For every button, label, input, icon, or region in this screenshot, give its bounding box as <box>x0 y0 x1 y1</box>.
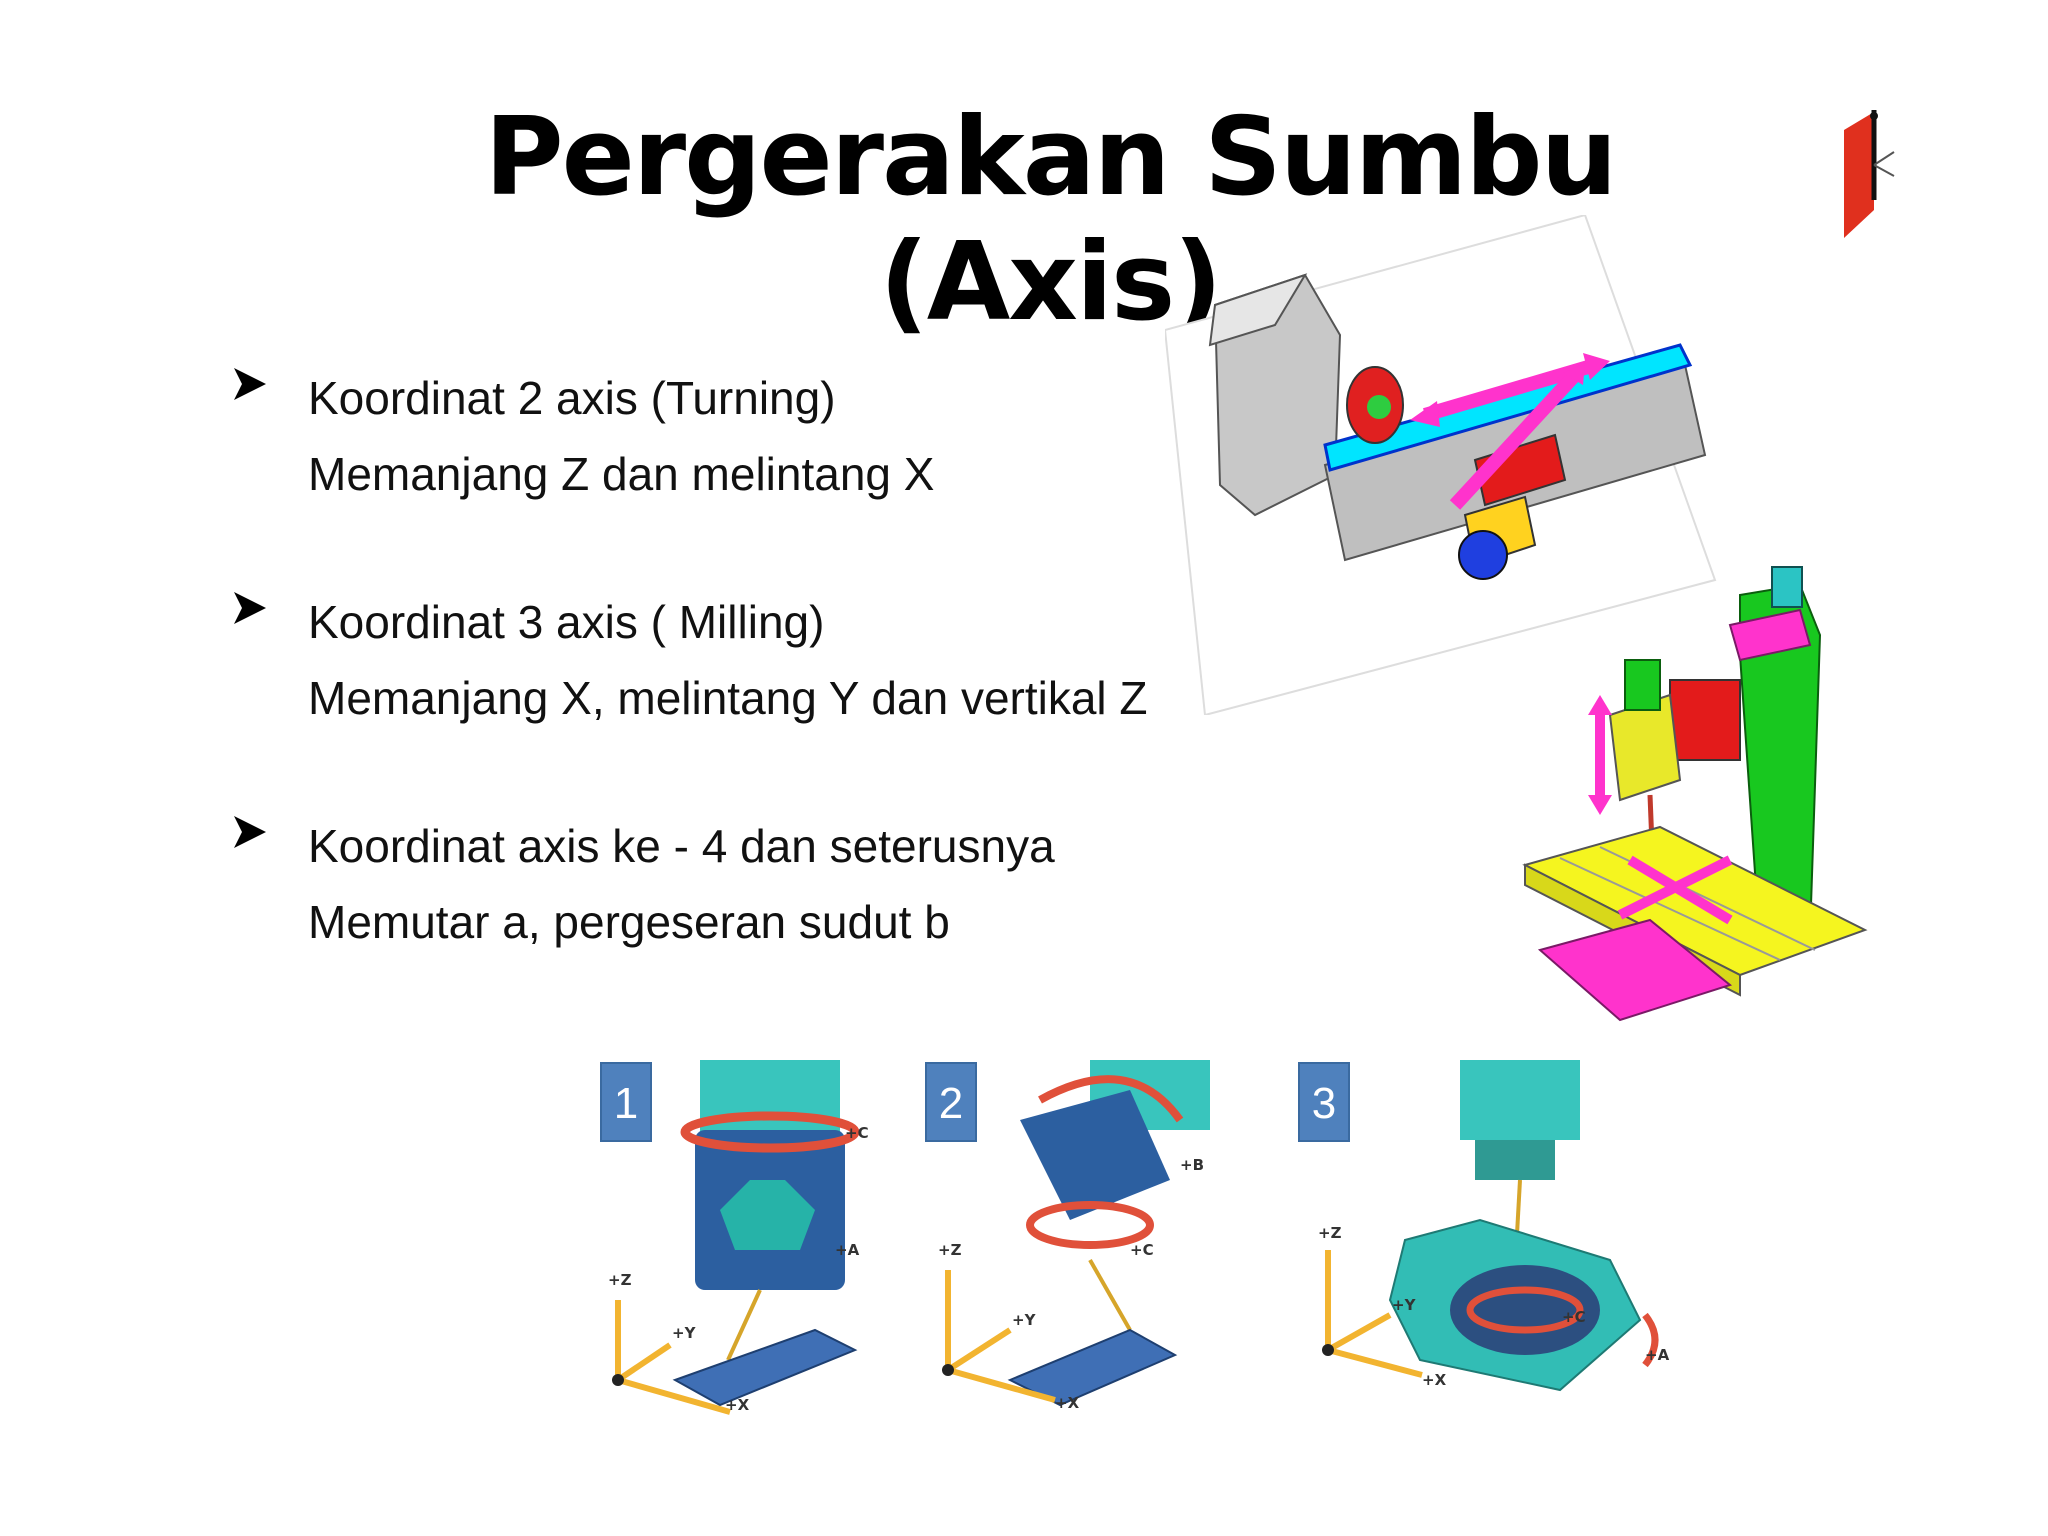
arrow-bullet-icon <box>234 816 266 848</box>
bullet-heading: Koordinat axis ke - 4 dan seterusnya <box>308 820 1055 872</box>
slide-title: Pergerakan Sumbu (Axis) <box>484 95 1618 345</box>
axis-label-z: +Z <box>608 1271 632 1289</box>
axis-label-y: +Y <box>1392 1296 1417 1314</box>
bullet-detail: Memanjang X, melintang Y dan vertikal Z <box>308 672 1148 724</box>
axis-label-z: +Z <box>1318 1224 1342 1242</box>
flag-logo-icon <box>1844 110 1895 238</box>
bullet-detail: Memutar a, pergeseran sudut b <box>308 896 950 948</box>
axis-label-r1: +C <box>1562 1308 1586 1326</box>
axis-label-r2: +C <box>1130 1241 1154 1259</box>
bullet-item: Koordinat 3 axis ( Milling) Memanjang X,… <box>230 584 1330 736</box>
bullet-heading: Koordinat 3 axis ( Milling) <box>308 596 825 648</box>
five-axis-head-illustration-1: +C +A +Z +Y +X <box>608 1060 869 1415</box>
bullet-heading: Koordinat 2 axis (Turning) <box>308 372 836 424</box>
lathe-illustration <box>1165 215 1717 715</box>
axis-label-r1: +C <box>845 1124 869 1142</box>
panel-number-2: 2 <box>925 1062 977 1142</box>
axis-label-r2: +A <box>1645 1346 1670 1364</box>
bullet-detail: Memanjang Z dan melintang X <box>308 448 935 500</box>
axis-label-z: +Z <box>938 1241 962 1259</box>
axis-label-r1: +B <box>1180 1156 1204 1174</box>
axis-label-y: +Y <box>1012 1311 1037 1329</box>
five-axis-table-illustration-3: +C +A +Z +Y +X <box>1318 1060 1670 1392</box>
axis-label-r2: +A <box>835 1241 860 1259</box>
bullet-item: Koordinat axis ke - 4 dan seterusnya Mem… <box>230 808 1330 960</box>
axis-label-x: +X <box>1055 1394 1080 1412</box>
five-axis-head-illustration-2: +B +C +Z +Y +X <box>938 1060 1210 1412</box>
axis-label-x: +X <box>725 1396 750 1414</box>
milling-machine-illustration <box>1522 566 1868 1022</box>
axis-label-x: +X <box>1422 1371 1447 1389</box>
bullet-list: Koordinat 2 axis (Turning) Memanjang Z d… <box>230 360 1330 1032</box>
panel-number-1: 1 <box>600 1062 652 1142</box>
panel-number-3: 3 <box>1298 1062 1350 1142</box>
arrow-bullet-icon <box>234 368 266 400</box>
bullet-item: Koordinat 2 axis (Turning) Memanjang Z d… <box>230 360 1330 512</box>
axis-label-y: +Y <box>672 1324 697 1342</box>
arrow-bullet-icon <box>234 592 266 624</box>
